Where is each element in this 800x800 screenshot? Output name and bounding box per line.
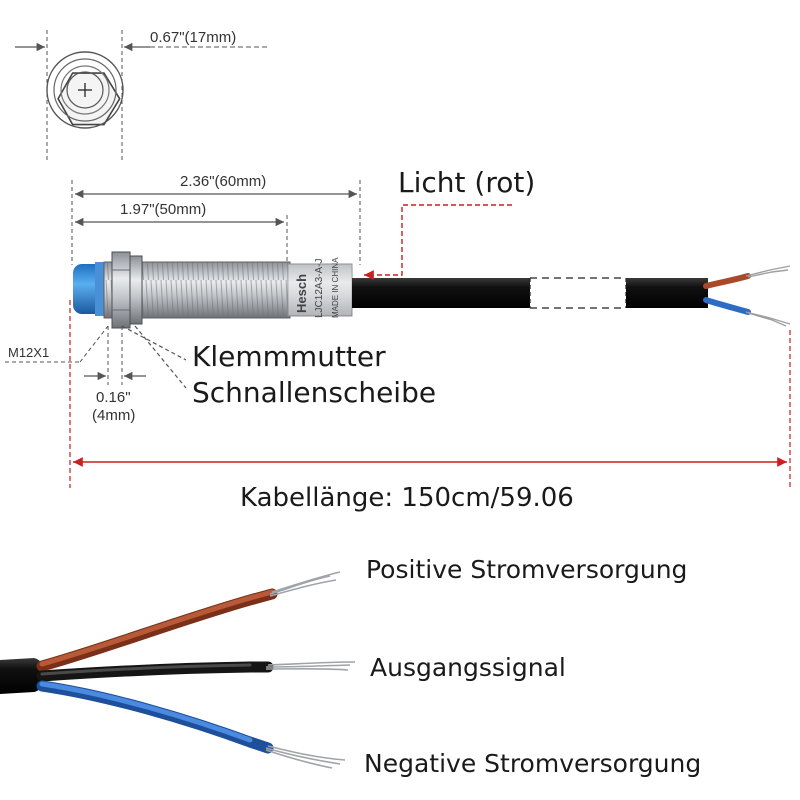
sensor-dimensions: 2.36"(60mm) 1.97"(50mm) [71, 173, 361, 265]
brand-stamp: Hesch [294, 274, 309, 313]
model-stamp: LJC12A3-A-J [314, 259, 325, 318]
thread-length-label: 1.97"(50mm) [120, 201, 206, 218]
lock-nut [111, 251, 131, 329]
wire-positive-label: Positive Stromversorgung [366, 555, 687, 584]
cable-gap-indicator [529, 277, 627, 309]
thread-spec-callout: M12X1 [5, 325, 109, 363]
nut-thickness-dimension: 0.16" (4mm) [84, 326, 146, 424]
wire-closeup: Positive Stromversorgung Ausgangssignal … [0, 555, 701, 778]
front-view: 0.67"(17mm) [15, 29, 270, 160]
origin-stamp: MADE IN CHINA [331, 257, 340, 318]
hex-width-label: 0.67"(17mm) [150, 29, 236, 46]
thread-spec-label: M12X1 [8, 345, 49, 360]
total-length-label: 2.36"(60mm) [180, 173, 266, 190]
front-ring-outer [46, 51, 124, 129]
light-indicator-callout: Licht (rot) [364, 166, 535, 280]
cable-segment-right [626, 278, 708, 308]
small-wire-brown [703, 273, 751, 289]
wire-output [36, 661, 274, 682]
wire-negative-strands [265, 745, 346, 769]
wire-output-label: Ausgangssignal [370, 653, 566, 682]
cable-sheath [0, 658, 44, 694]
hex-nut-outline [57, 72, 121, 126]
nut-thickness-mm-label: (4mm) [92, 407, 135, 424]
small-wire-strands-top [745, 265, 791, 278]
sensor-body: Hesch LJC12A3-A-J MADE IN CHINA [73, 251, 791, 329]
wire-negative-label: Negative Stromversorgung [364, 749, 701, 778]
small-wire-strands-bottom [745, 311, 791, 327]
wire-negative [36, 680, 274, 754]
lock-washer [129, 255, 143, 325]
washer-label: Schnallenscheibe [192, 376, 436, 409]
light-label: Licht (rot) [398, 166, 535, 199]
small-wire-blue [703, 297, 751, 315]
wire-positive-strands [269, 571, 341, 597]
cable-length-label: Kabellänge: 150cm/59.06 [240, 483, 574, 513]
cable-length-dimension: Kabellänge: 150cm/59.06 [69, 300, 791, 513]
lock-nut-callout: Klemmmutter [121, 325, 386, 373]
nut-thickness-inch-label: 0.16" [96, 389, 131, 406]
wire-output-strands [265, 661, 356, 671]
lock-nut-label: Klemmmutter [192, 340, 386, 373]
washer-callout: Schnallenscheibe [134, 325, 436, 409]
cable-segment-left [352, 278, 530, 308]
